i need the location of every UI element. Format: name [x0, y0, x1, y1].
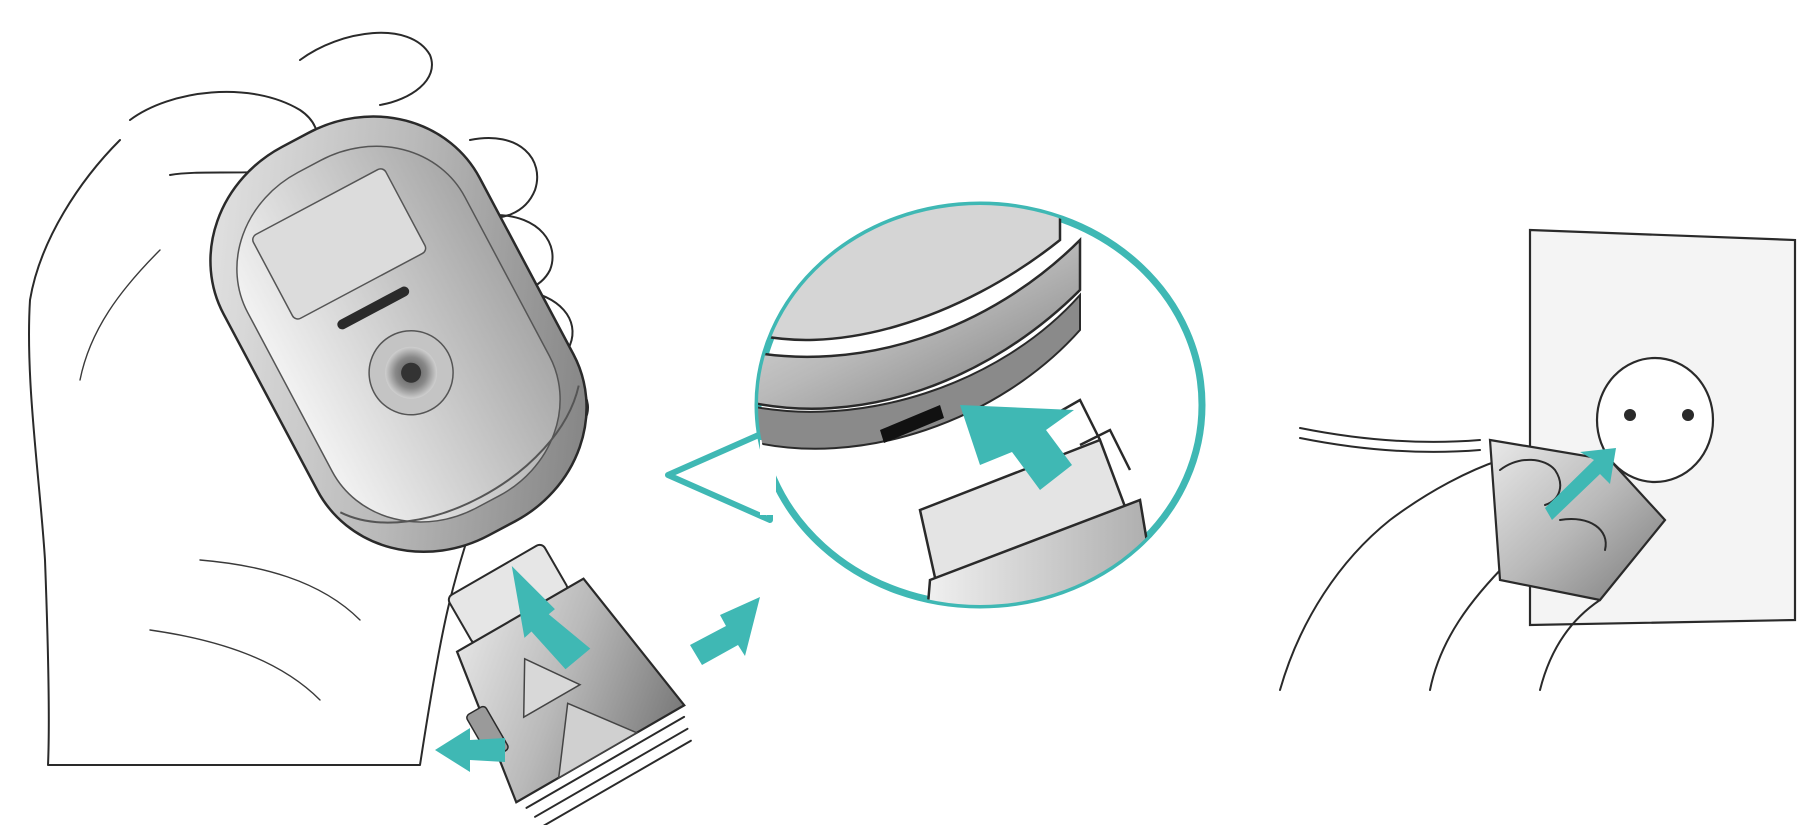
charger-connector — [409, 522, 701, 825]
power-cord — [1300, 428, 1480, 442]
wall-outlet-panel — [1280, 230, 1795, 690]
mobile-phone — [167, 72, 630, 597]
side-press-arrow-left-icon — [690, 597, 760, 665]
callout-pointer — [668, 430, 770, 520]
